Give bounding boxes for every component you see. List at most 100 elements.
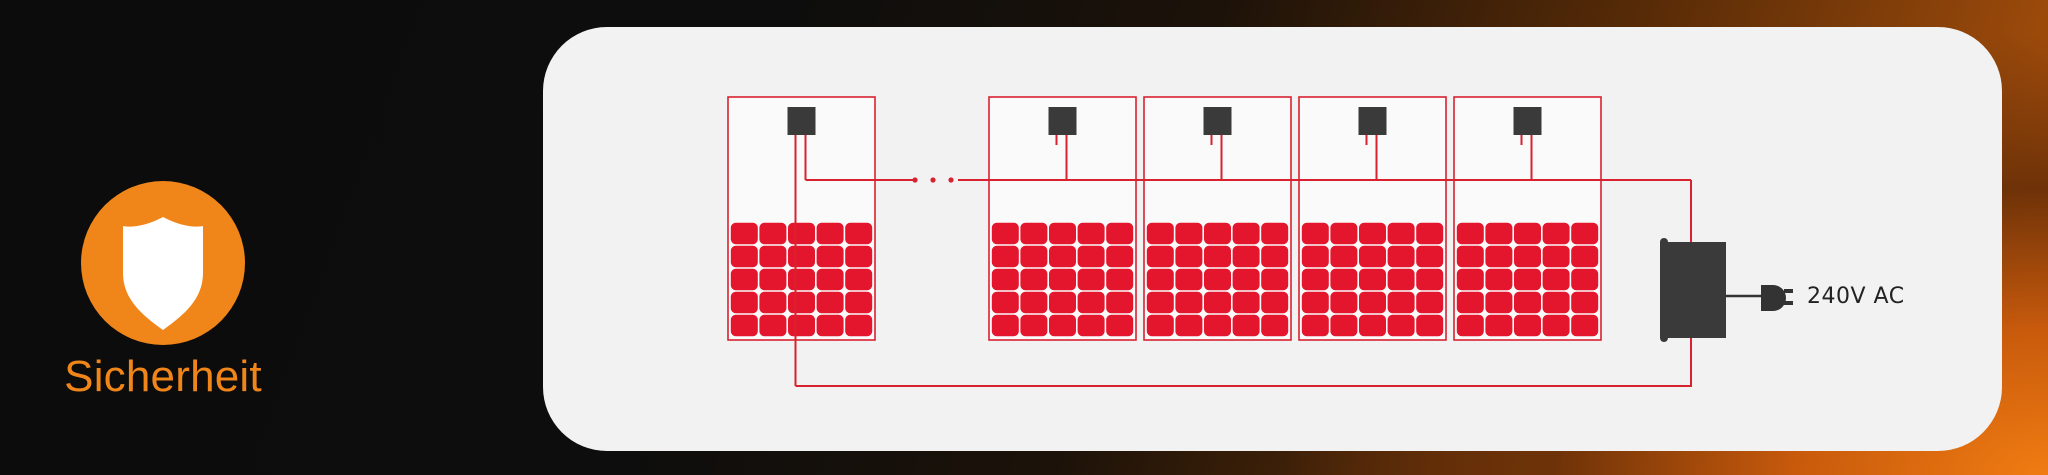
panel-cell bbox=[1049, 314, 1076, 337]
panel-cell bbox=[759, 291, 787, 314]
solar-panel-icon bbox=[727, 96, 876, 341]
panel-cell bbox=[1416, 268, 1444, 291]
panel-cell bbox=[1077, 245, 1105, 268]
panel-cell bbox=[1359, 222, 1386, 245]
panel-cell bbox=[1077, 314, 1105, 337]
panel-cell bbox=[991, 222, 1019, 245]
panel-cell bbox=[1387, 222, 1415, 245]
panel-cell bbox=[730, 314, 758, 337]
panel-cell bbox=[1330, 268, 1358, 291]
panel-cell bbox=[1049, 245, 1076, 268]
panel-cell bbox=[788, 291, 815, 314]
junction-box-icon bbox=[1358, 107, 1387, 135]
panel-cell bbox=[1232, 291, 1260, 314]
panel-cell bbox=[1106, 222, 1134, 245]
panel-cell bbox=[1049, 291, 1076, 314]
output-voltage-label: 240V AC bbox=[1807, 284, 1905, 309]
panel-cell bbox=[1146, 314, 1174, 337]
panel-cell bbox=[816, 291, 844, 314]
panel-cell bbox=[1542, 245, 1570, 268]
panel-cell bbox=[759, 222, 787, 245]
ellipsis-dot bbox=[948, 177, 954, 183]
panel-cell bbox=[1049, 222, 1076, 245]
panel-cell bbox=[1261, 291, 1289, 314]
return-wire bbox=[795, 337, 1692, 387]
solar-panel-icon bbox=[1298, 96, 1447, 341]
panel-cell bbox=[1175, 291, 1203, 314]
inverter-bracket bbox=[1660, 238, 1668, 342]
panel-cell bbox=[759, 314, 787, 337]
panel-cell bbox=[1106, 291, 1134, 314]
panel-cell bbox=[816, 222, 844, 245]
panel-cell bbox=[1416, 314, 1444, 337]
panel-cell bbox=[1571, 222, 1599, 245]
safety-badge bbox=[81, 181, 245, 345]
panel-cell bbox=[1146, 222, 1174, 245]
panel-cell bbox=[1456, 291, 1484, 314]
panel-cell bbox=[1146, 291, 1174, 314]
inverter-body bbox=[1664, 242, 1726, 338]
junction-box-icon bbox=[1203, 107, 1232, 135]
panel-cell bbox=[1204, 314, 1231, 337]
panel-cell bbox=[1106, 245, 1134, 268]
panel-cell bbox=[1049, 268, 1076, 291]
panel-cell bbox=[1514, 314, 1541, 337]
ellipsis-dot bbox=[912, 177, 918, 183]
panel-cell bbox=[1416, 222, 1444, 245]
panel-cell bbox=[1571, 245, 1599, 268]
panel-cell bbox=[1456, 268, 1484, 291]
ellipsis-dot bbox=[930, 177, 936, 183]
wiring-diagram-card: 240V AC bbox=[543, 27, 2002, 451]
panel-cell bbox=[788, 314, 815, 337]
panel-cell bbox=[1456, 222, 1484, 245]
panel-cell bbox=[1542, 222, 1570, 245]
panel-cell bbox=[1387, 245, 1415, 268]
panel-cell bbox=[1020, 314, 1048, 337]
panel-cell bbox=[1301, 222, 1329, 245]
panel-cell bbox=[1330, 314, 1358, 337]
panel-cell bbox=[1020, 291, 1048, 314]
panel-cell bbox=[1020, 245, 1048, 268]
panel-cell bbox=[1359, 268, 1386, 291]
panel-cell bbox=[1330, 245, 1358, 268]
panel-cell bbox=[1387, 291, 1415, 314]
panel-cell bbox=[1485, 245, 1513, 268]
panel-cell bbox=[1261, 314, 1289, 337]
panel-cell bbox=[845, 268, 873, 291]
panel-cell bbox=[730, 291, 758, 314]
panel-cell bbox=[1485, 314, 1513, 337]
panel-cell bbox=[1204, 222, 1231, 245]
panel-cell bbox=[1359, 291, 1386, 314]
panel-cell bbox=[788, 268, 815, 291]
panel-cell bbox=[759, 245, 787, 268]
junction-box-icon bbox=[1048, 107, 1077, 135]
plug-body bbox=[1761, 285, 1786, 311]
solar-panel-icon bbox=[1143, 96, 1292, 341]
panel-cell bbox=[730, 222, 758, 245]
panel-cell bbox=[1330, 222, 1358, 245]
panel-cell bbox=[730, 245, 758, 268]
panel-cell bbox=[1571, 314, 1599, 337]
plug-icon bbox=[1761, 285, 1793, 311]
panel-cell bbox=[1514, 222, 1541, 245]
panel-cell bbox=[1232, 245, 1260, 268]
panel-cell bbox=[1571, 291, 1599, 314]
panel-cell bbox=[1261, 245, 1289, 268]
panel-cell bbox=[845, 314, 873, 337]
wiring-diagram bbox=[727, 96, 1793, 387]
panel-cell bbox=[1261, 222, 1289, 245]
panel-cell bbox=[1485, 222, 1513, 245]
panel-cell bbox=[816, 245, 844, 268]
panel-cell bbox=[1204, 245, 1231, 268]
panel-cell bbox=[1485, 291, 1513, 314]
panel-cell bbox=[1020, 222, 1048, 245]
panel-cell bbox=[1542, 291, 1570, 314]
panel-cell bbox=[1387, 268, 1415, 291]
panel-cell bbox=[1106, 268, 1134, 291]
panel-cell bbox=[1456, 314, 1484, 337]
inverter-icon bbox=[1660, 238, 1726, 342]
panel-cell bbox=[1542, 314, 1570, 337]
panel-cell bbox=[1146, 245, 1174, 268]
panel-cell bbox=[845, 222, 873, 245]
panel-cell bbox=[991, 268, 1019, 291]
